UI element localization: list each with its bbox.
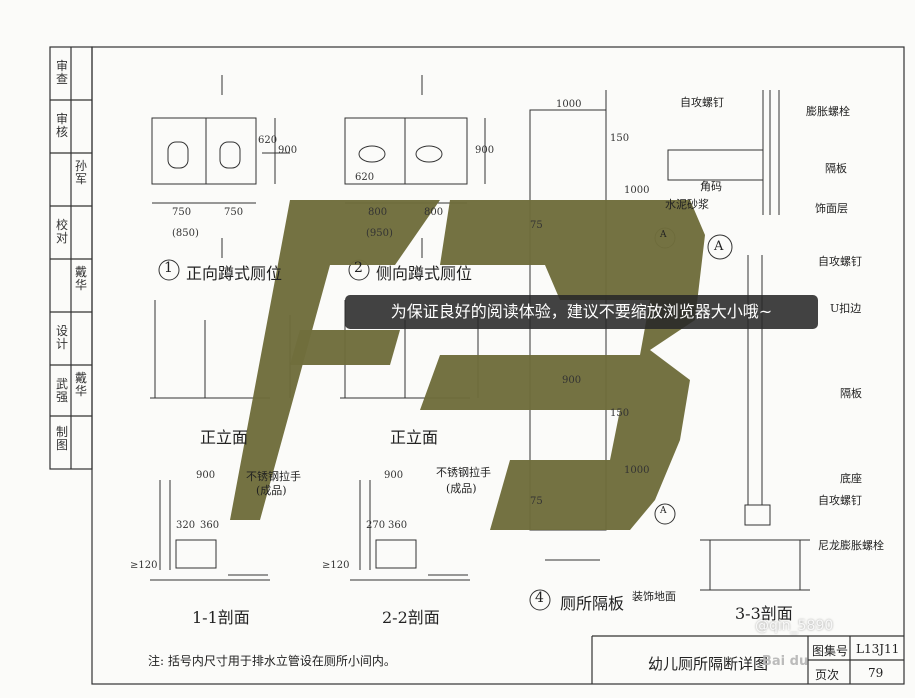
dim: 900 (384, 470, 404, 481)
page-label: 页次 (815, 668, 840, 682)
dim: 900 (196, 470, 216, 481)
caption-num-1: 1 (164, 260, 173, 276)
caption-section-11: 1-1剖面 (192, 608, 250, 627)
logo-mark (230, 200, 705, 530)
label-partition: 隔板 (825, 162, 847, 175)
atlas-label: 图集号 (812, 644, 849, 658)
atlas-value: L13J11 (856, 642, 900, 656)
label-screw-3: 自攻螺钉 (818, 494, 862, 507)
signature: 孙军 (74, 159, 87, 186)
label-angle: 角码 (700, 180, 722, 193)
dim: 270 (366, 520, 386, 531)
dim: 75 (530, 220, 543, 231)
dim: 620 (258, 135, 278, 146)
label-partition-2: 隔板 (840, 387, 862, 400)
dim: 360 (200, 520, 220, 531)
dim: 800 (424, 207, 444, 218)
label-handle-note: (成品) (256, 484, 287, 497)
label-u-edge: U扣边 (830, 302, 862, 315)
dim: 750 (224, 207, 244, 218)
zoom-warning-toast: 为保证良好的阅读体验，建议不要缩放浏览器大小哦~ (345, 295, 818, 329)
label-cement: 水泥砂浆 (665, 198, 709, 211)
label-handle: 不锈钢拉手 (246, 470, 301, 483)
signature: 戴华 (74, 371, 87, 398)
stamp-review: 审查 (55, 59, 68, 86)
caption-num-4: 4 (535, 590, 544, 606)
caption-front-1: 正立面 (200, 428, 249, 447)
dim: 620 (355, 172, 375, 183)
marker-a-2: A (660, 230, 667, 240)
dim: (950) (366, 228, 393, 239)
stamp-draw: 制图 (55, 425, 68, 452)
page-number: 79 (868, 666, 884, 680)
user-watermark: @qin_5890 (755, 618, 834, 634)
stamp-check: 审核 (55, 112, 68, 139)
dim: 900 (562, 375, 582, 386)
dim: 1000 (556, 99, 582, 110)
dim: 360 (388, 520, 408, 531)
dim: 150 (610, 408, 630, 419)
marker-a: A (714, 239, 724, 254)
label-handle-note-2: (成品) (446, 482, 477, 495)
caption-front-2: 正立面 (390, 428, 439, 447)
dim: (850) (172, 228, 199, 239)
label-base: 底座 (840, 472, 862, 485)
dim: 320 (176, 520, 196, 531)
label-floor: 装饰地面 (632, 590, 676, 603)
signature: 戴华 (74, 265, 87, 292)
caption-plan-2: 侧向蹲式厕位 (376, 264, 473, 283)
caption-partition: 厕所隔板 (560, 594, 625, 613)
caption-plan-1: 正向蹲式厕位 (186, 264, 283, 283)
dim: 1000 (624, 465, 650, 476)
stamp-name: 武强 (55, 377, 68, 404)
dim: 900 (475, 145, 495, 156)
dim: ≥120 (322, 560, 350, 571)
label-screw: 自攻螺钉 (680, 96, 724, 109)
stamp-design: 设计 (55, 324, 68, 351)
label-handle-2: 不锈钢拉手 (436, 466, 491, 479)
dim: 900 (278, 145, 298, 156)
baidu-watermark: Bai du (762, 654, 809, 669)
dim: 800 (368, 207, 388, 218)
dim: 750 (172, 207, 192, 218)
caption-section-22: 2-2剖面 (382, 608, 440, 627)
label-finish: 饰面层 (815, 202, 848, 215)
marker-a-3: A (660, 506, 667, 516)
drawing-title: 幼儿厕所隔断详图 (648, 655, 769, 673)
label-nylon-bolt: 尼龙膨胀螺栓 (818, 539, 884, 552)
drawing-note: 注: 括号内尺寸用于排水立管设在厕所小间内。 (148, 654, 396, 668)
label-screw-2: 自攻螺钉 (818, 255, 862, 268)
dim: 1000 (624, 185, 650, 196)
stamp-proof: 校对 (55, 218, 68, 245)
dim: 150 (610, 133, 630, 144)
dim: 75 (530, 496, 543, 507)
label-expansion-bolt: 膨胀螺栓 (806, 105, 850, 118)
caption-num-2: 2 (354, 260, 363, 276)
caption-section-33: 3-3剖面 (735, 604, 793, 623)
dim: ≥120 (130, 560, 158, 571)
